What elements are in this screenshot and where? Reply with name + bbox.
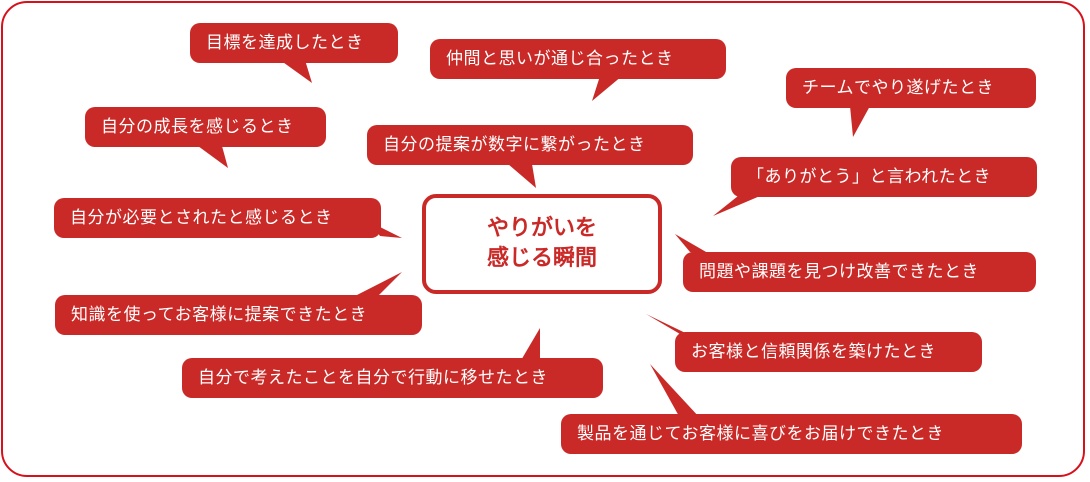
bubble-colleagues: 仲間と思いが通じ合ったとき	[430, 39, 726, 79]
bubble-growth: 自分の成長を感じるとき	[85, 107, 326, 147]
bubble-proposal-numbers: 自分の提案が数字に繋がったとき	[367, 125, 693, 165]
bubble-needed: 自分が必要とされたと感じるとき	[54, 198, 381, 238]
bubble-thanks: 「ありがとう」と言われたとき	[731, 157, 1037, 197]
center-topic-line2: 感じる瞬間	[486, 246, 597, 271]
bubble-goal: 目標を達成したとき	[190, 23, 398, 63]
bubble-deliver-joy: 製品を通じてお客様に喜びをお届けできたとき	[561, 414, 1022, 454]
center-topic-box: やりがいを 感じる瞬間	[422, 194, 662, 294]
bubble-own-action: 自分で考えたことを自分で行動に移せたとき	[182, 358, 603, 398]
bubble-knowledge: 知識を使ってお客様に提案できたとき	[55, 295, 422, 335]
bubble-team: チームでやり遂げたとき	[786, 68, 1036, 108]
bubble-problem-solving: 問題や課題を見つけ改善できたとき	[683, 252, 1036, 292]
center-topic-line1: やりがいを	[486, 216, 597, 241]
bubble-trust: お客様と信頼関係を築けたとき	[675, 332, 982, 372]
